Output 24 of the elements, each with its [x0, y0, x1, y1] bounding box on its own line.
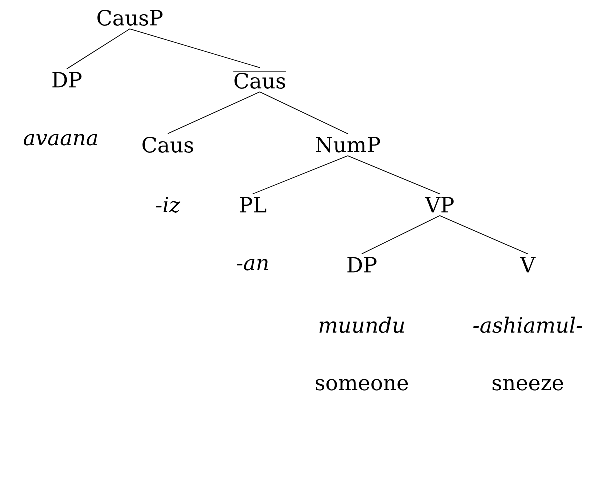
morpheme-label: -iz	[156, 197, 181, 213]
branch-line	[130, 28, 260, 68]
branch-line	[260, 92, 348, 134]
category-label: DP	[52, 72, 82, 88]
category-label: Caus	[142, 137, 194, 153]
morpheme-label: avaana	[24, 134, 98, 146]
branch-line	[348, 156, 440, 195]
branch-line	[440, 215, 528, 255]
category-label: VP	[425, 197, 454, 213]
category-label: V	[520, 257, 536, 273]
category-label: CausP	[98, 10, 163, 26]
category-label: Caus	[233, 71, 287, 89]
category-label: PL	[240, 197, 267, 213]
branch-line	[66, 28, 130, 70]
morpheme-label: -an	[237, 259, 268, 271]
morpheme-label: muundu	[320, 316, 404, 334]
category-label: NumP	[316, 137, 380, 153]
morpheme-label: sneeze	[492, 379, 564, 391]
branch-line	[168, 92, 260, 134]
branch-line	[362, 215, 440, 255]
category-label: DP	[348, 257, 377, 273]
morpheme-label: someone	[316, 379, 408, 391]
branch-line	[252, 156, 348, 195]
morpheme-label: -ashiamul-	[474, 316, 582, 334]
